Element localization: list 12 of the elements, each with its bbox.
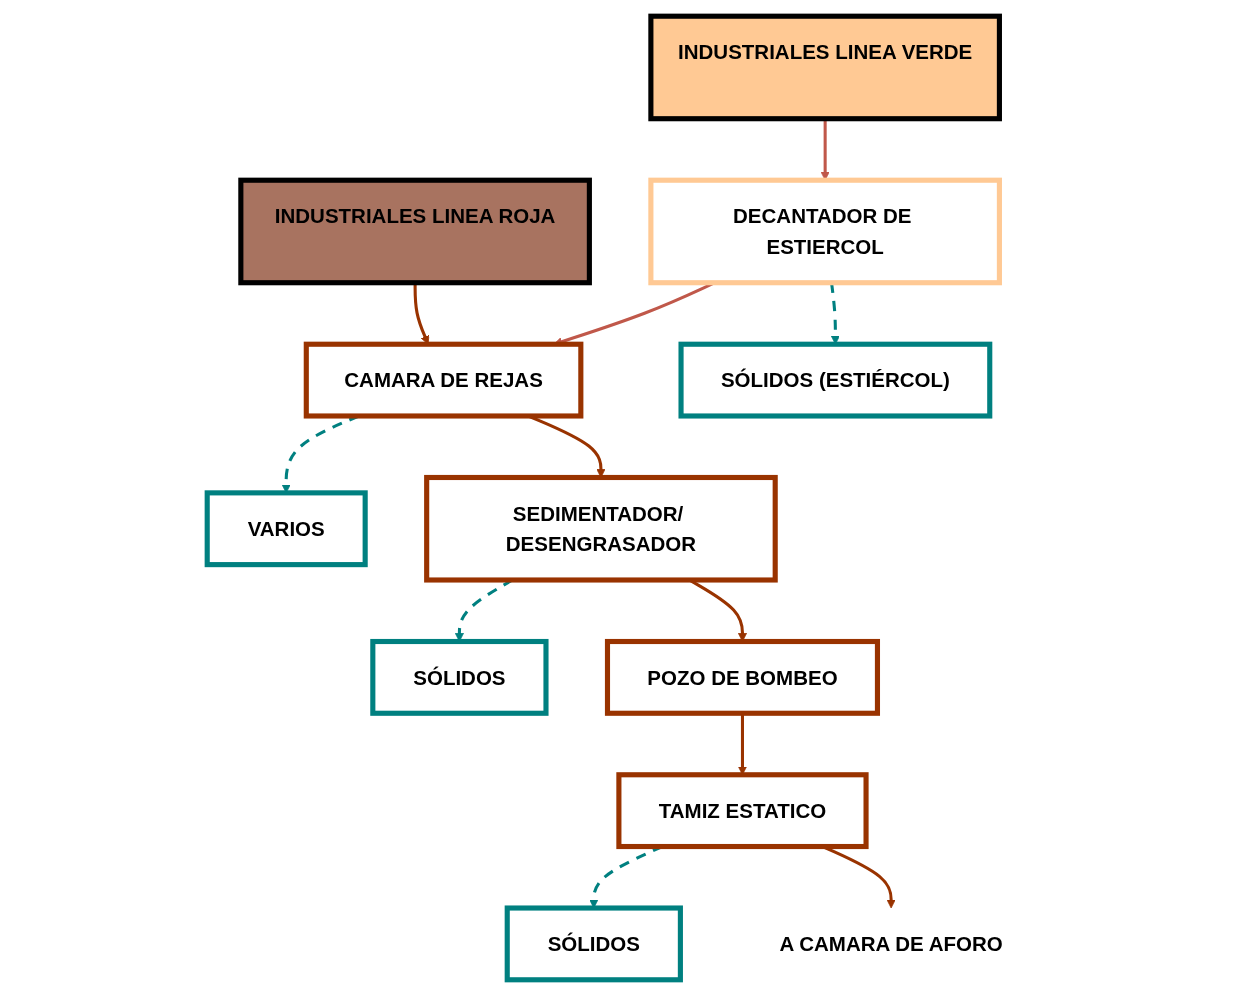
node-box: SÓLIDOS (ESTIÉRCOL) xyxy=(678,341,993,419)
node-box: SEDIMENTADOR/ DESENGRASADOR xyxy=(423,474,778,583)
node-box: DECANTADOR DE ESTIERCOL xyxy=(648,177,1002,286)
node-box: VARIOS xyxy=(204,490,368,568)
node-box: SÓLIDOS xyxy=(369,638,549,716)
node-box: SÓLIDOS xyxy=(504,905,683,983)
node-box: TAMIZ ESTATICO xyxy=(616,772,869,850)
node-box: INDUSTRIALES LINEA ROJA xyxy=(238,177,592,286)
node-box: CAMARA DE REJAS xyxy=(303,341,584,419)
node-box: POZO DE BOMBEO xyxy=(604,638,880,716)
node-box: INDUSTRIALES LINEA VERDE xyxy=(648,13,1002,122)
node-text: A CAMARA DE AFORO xyxy=(779,932,1003,956)
